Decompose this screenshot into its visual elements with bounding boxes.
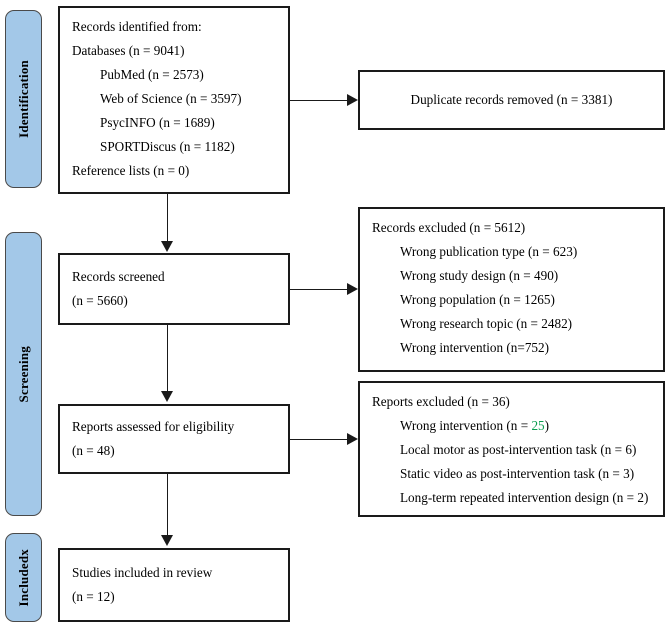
records-identified-box: Records identified from: Databases (n = … <box>58 6 290 194</box>
stage-bar-screening: Screening <box>5 232 42 516</box>
records-excluded-line-3: Wrong study design (n = 490) <box>400 268 559 283</box>
duplicate-records-removed-text: Duplicate records removed (n = 3381) <box>410 92 613 107</box>
arrowhead-identified-to-duplicates <box>347 94 358 106</box>
records-identified-line-3: PubMed (n = 2573) <box>100 67 204 82</box>
reports-excluded-line-5: Long-term repeated intervention design (… <box>400 490 649 505</box>
reports-assessed-line-2: (n = 48) <box>72 443 115 458</box>
reports-excluded-line-3: Local motor as post-intervention task (n… <box>400 442 637 457</box>
reports-excluded-box: Reports excluded (n = 36) Wrong interven… <box>358 381 665 517</box>
wrong-intervention-count: 25 <box>531 418 545 433</box>
connector-identified-to-screened <box>167 194 168 242</box>
stage-bar-included: Includedx <box>5 533 42 622</box>
studies-included-line-1: Studies included in review <box>72 565 213 580</box>
records-identified-line-2: Databases (n = 9041) <box>72 43 185 58</box>
reports-excluded-line-1: Reports excluded (n = 36) <box>372 394 510 409</box>
records-screened-line-2: (n = 5660) <box>72 293 128 308</box>
arrowhead-identified-to-screened <box>161 241 173 252</box>
wrong-intervention-suffix: ) <box>544 418 550 433</box>
records-excluded-line-1: Records excluded (n = 5612) <box>372 220 526 235</box>
stage-label-identification: Identification <box>15 60 31 138</box>
wrong-intervention-prefix: Wrong intervention (n = <box>400 418 532 433</box>
records-excluded-line-5: Wrong research topic (n = 2482) <box>400 316 573 331</box>
reports-assessed-eligibility-box: Reports assessed for eligibility (n = 48… <box>58 404 290 474</box>
reports-excluded-line-4: Static video as post-intervention task (… <box>400 466 635 481</box>
records-identified-line-4: Web of Science (n = 3597) <box>100 91 242 106</box>
records-screened-box: Records screened (n = 5660) <box>58 253 290 325</box>
studies-included-line-2: (n = 12) <box>72 589 115 604</box>
arrowhead-screened-to-records-excluded <box>347 283 358 295</box>
stage-bar-identification: Identification <box>5 10 42 188</box>
records-identified-line-7: Reference lists (n = 0) <box>72 163 190 178</box>
arrowhead-eligibility-to-included <box>161 535 173 546</box>
connector-identified-to-duplicates <box>290 100 348 101</box>
reports-excluded-line-2: Wrong intervention (n = 25) <box>372 414 651 438</box>
records-excluded-line-6: Wrong intervention (n=752) <box>400 340 550 355</box>
connector-eligibility-to-reports-excluded <box>290 439 348 440</box>
connector-screened-to-records-excluded <box>290 289 348 290</box>
records-identified-line-6: SPORTDiscus (n = 1182) <box>100 139 235 154</box>
connector-eligibility-to-included <box>167 474 168 536</box>
records-excluded-box: Records excluded (n = 5612) Wrong public… <box>358 207 665 372</box>
arrowhead-eligibility-to-reports-excluded <box>347 433 358 445</box>
records-screened-line-1: Records screened <box>72 269 165 284</box>
records-identified-line-5: PsycINFO (n = 1689) <box>100 115 215 130</box>
stage-label-screening: Screening <box>15 345 31 403</box>
stage-label-included: Includedx <box>15 548 31 607</box>
duplicate-records-removed-box: Duplicate records removed (n = 3381) <box>358 70 665 130</box>
records-excluded-line-4: Wrong population (n = 1265) <box>400 292 555 307</box>
arrowhead-screened-to-eligibility <box>161 391 173 402</box>
records-identified-line-1: Records identified from: <box>72 19 202 34</box>
connector-screened-to-eligibility <box>167 325 168 392</box>
reports-assessed-line-1: Reports assessed for eligibility <box>72 419 235 434</box>
studies-included-box: Studies included in review (n = 12) <box>58 548 290 622</box>
records-excluded-line-2: Wrong publication type (n = 623) <box>400 244 578 259</box>
